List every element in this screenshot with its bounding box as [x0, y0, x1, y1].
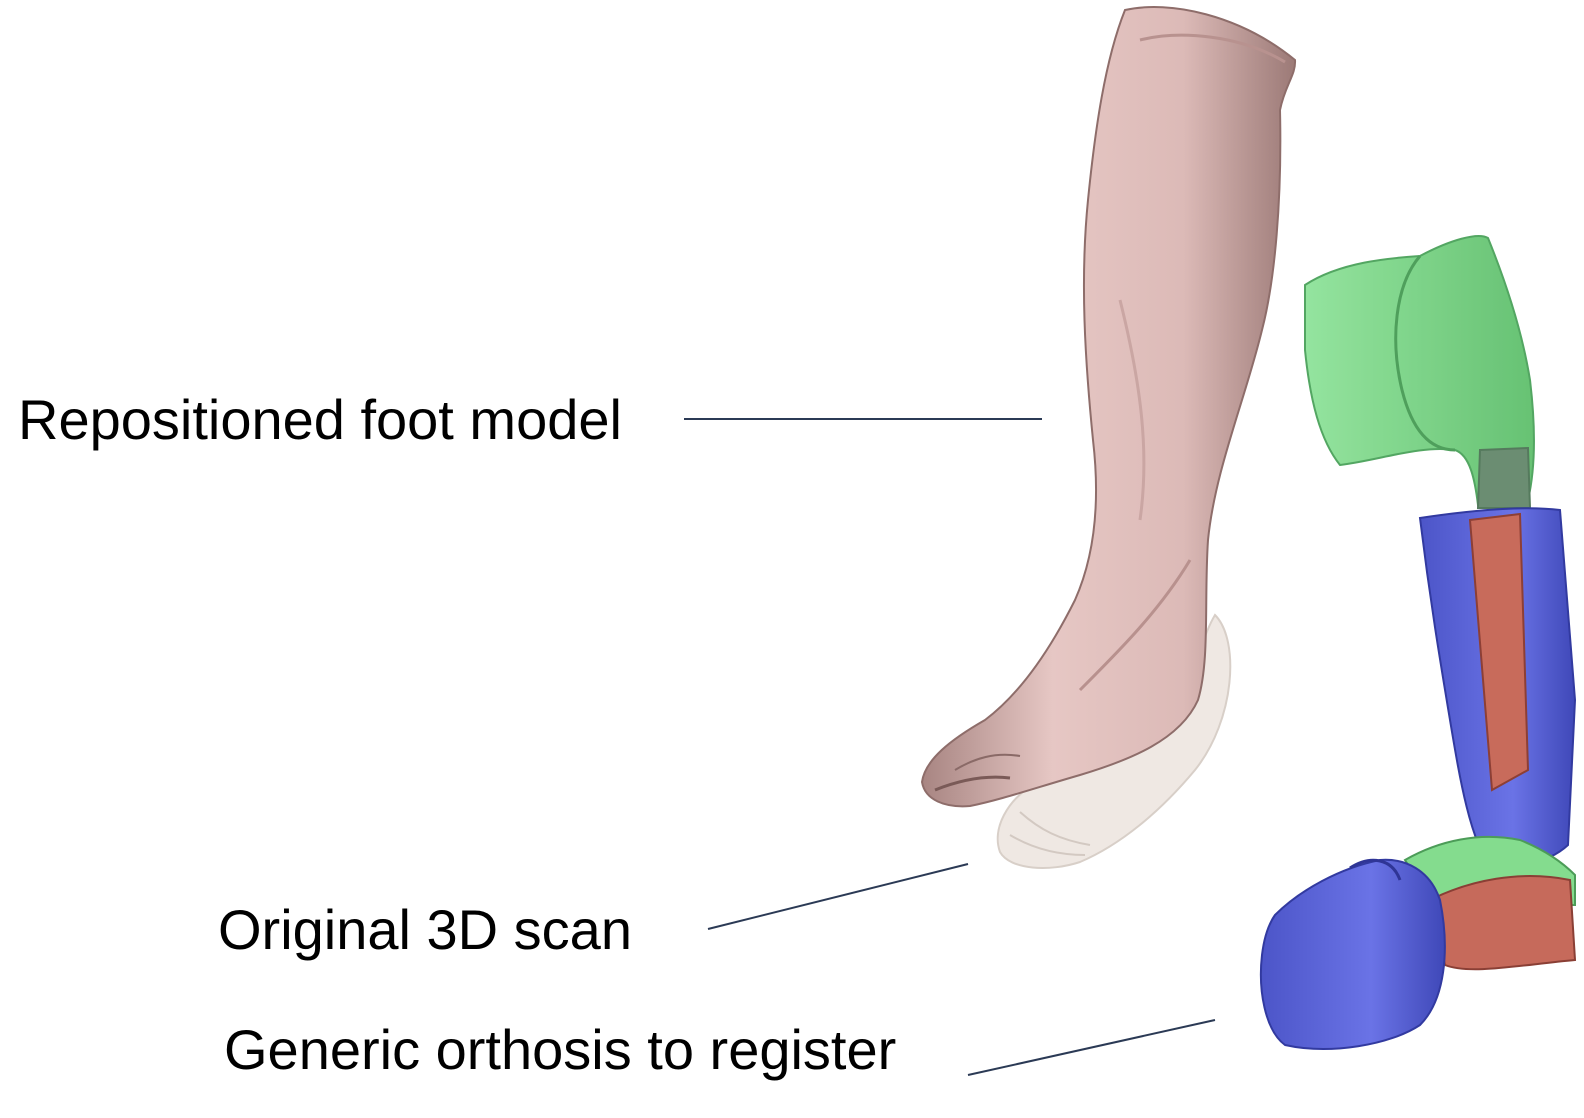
leader-line-3d-scan	[708, 864, 968, 929]
label-original-3d-scan: Original 3D scan	[218, 902, 632, 958]
generic-orthosis-shape	[1261, 236, 1575, 1049]
label-generic-orthosis: Generic orthosis to register	[224, 1022, 896, 1078]
leader-line-orthosis	[968, 1020, 1215, 1075]
repositioned-foot-model-shape	[922, 7, 1295, 806]
label-repositioned-foot-model: Repositioned foot model	[18, 392, 622, 448]
